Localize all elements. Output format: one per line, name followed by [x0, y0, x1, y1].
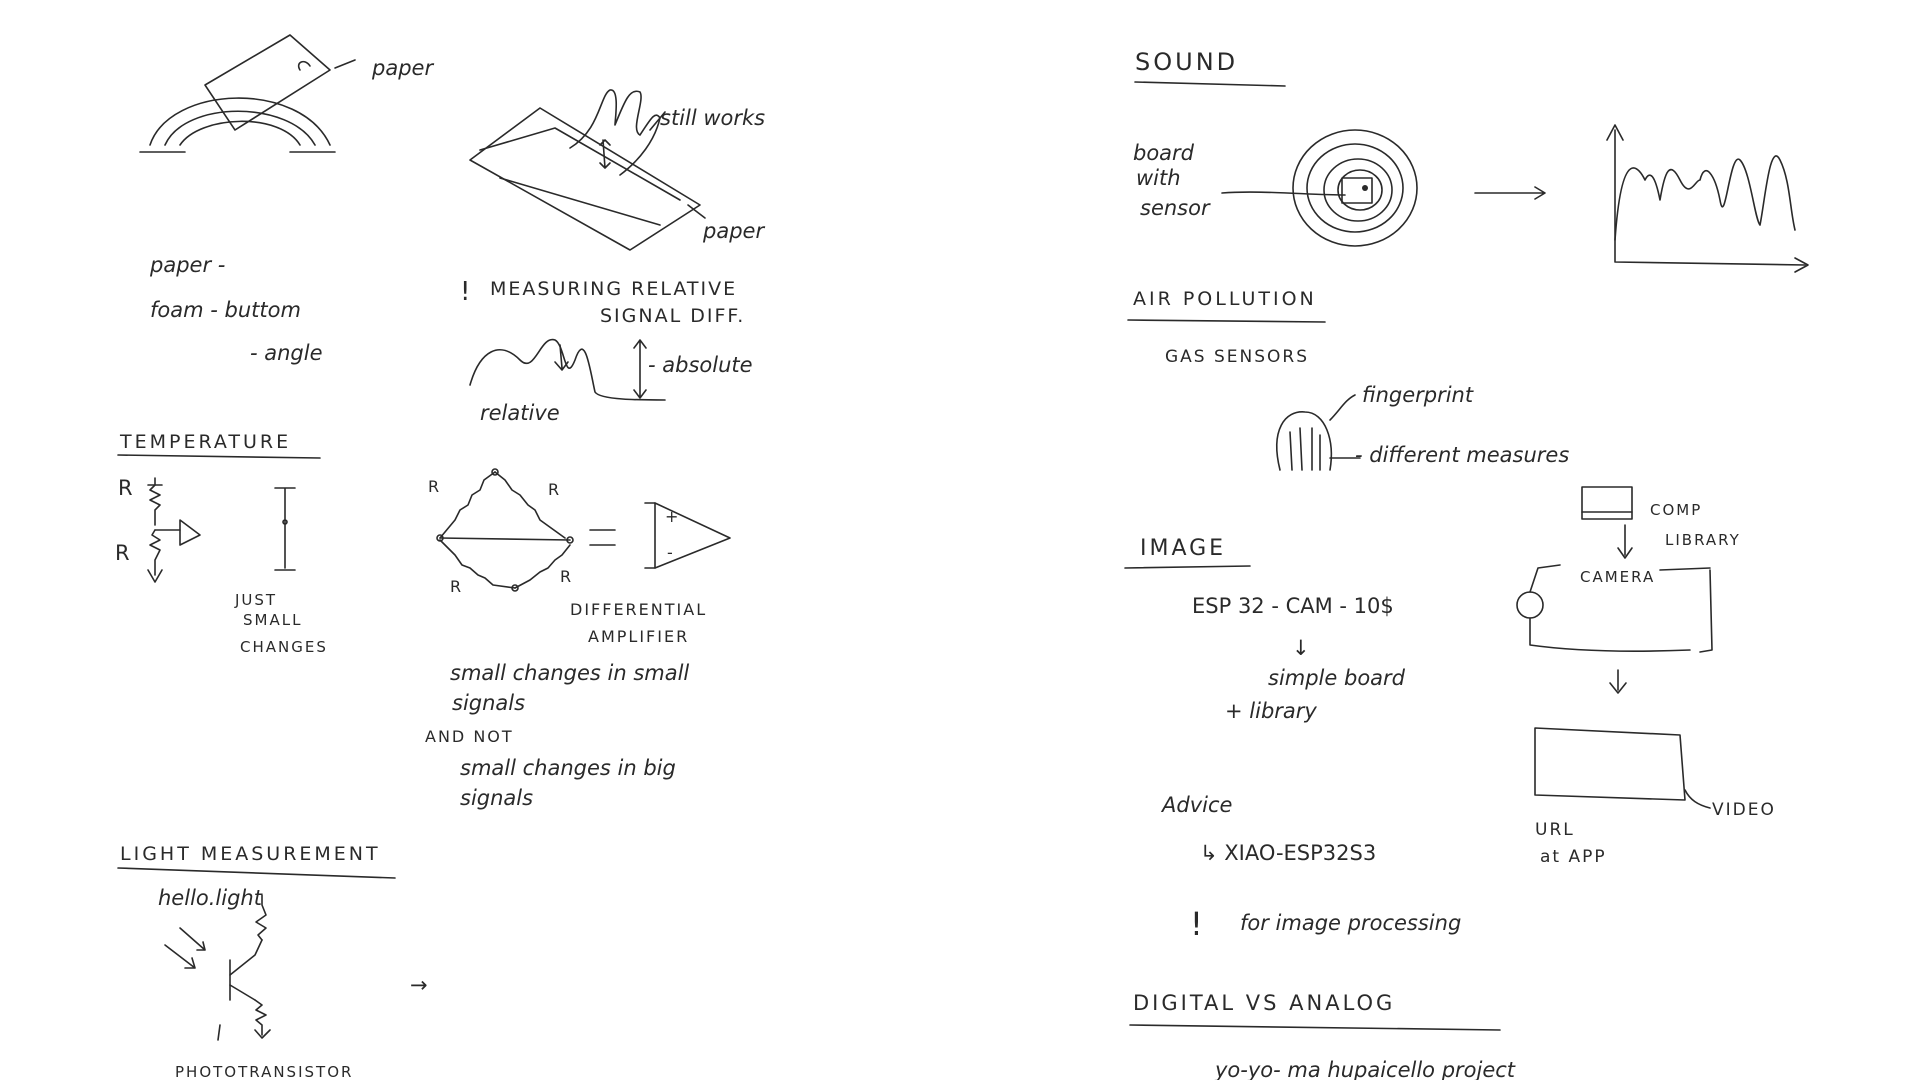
diff-amp-caption-2: AMPLIFIER	[588, 627, 689, 646]
sound-heading: SOUND	[1135, 48, 1238, 76]
gas-sensors-label: GAS SENSORS	[1165, 347, 1309, 367]
wheatstone-bridge-sketch	[436, 468, 731, 592]
r-bottom-label: R	[115, 541, 130, 565]
image-heading: IMAGE	[1140, 536, 1226, 561]
measuring-bang: !	[460, 277, 472, 307]
materials-foam: foam - buttom	[150, 298, 301, 322]
gas-sensor-sketch	[1276, 394, 1361, 471]
library-label-2: LIBRARY	[1665, 531, 1741, 549]
bridge-r3: R	[450, 577, 461, 596]
voltage-divider-sketch	[147, 477, 296, 583]
digital-heading: DIGITAL VS ANALOG	[1133, 991, 1395, 1015]
absolute-label: - absolute	[648, 353, 753, 377]
light-arrow: →	[410, 973, 428, 997]
sound-waveform-graph	[1606, 124, 1809, 273]
yoyo-label: yo-yo- ma hupaicello project	[1214, 1058, 1516, 1080]
advice-label: Advice	[1160, 793, 1232, 817]
sound-board-label-1: board	[1133, 141, 1195, 165]
notes-line2: signals	[452, 691, 525, 715]
relative-label: relative	[480, 401, 560, 425]
still-works-label: still works	[660, 106, 765, 130]
hand-paper-sketch	[469, 89, 706, 251]
at-app-label: at APP	[1540, 847, 1607, 867]
diff-amp-caption-1: DIFFERENTIAL	[570, 600, 707, 619]
temperature-heading: TEMPERATURE	[119, 431, 291, 453]
phototransistor-sketch	[164, 894, 271, 1041]
hello-light-label: hello.light	[158, 886, 263, 910]
measuring-line1: MEASURING RELATIVE	[490, 278, 737, 300]
image-processing-label: for image processing	[1240, 911, 1461, 935]
sound-sensor-rings-sketch	[1221, 129, 1546, 247]
library-label: + library	[1225, 699, 1317, 723]
comp-label: COMP	[1650, 501, 1702, 519]
notes-line3: AND NOT	[425, 727, 514, 746]
just-small-changes-3: CHANGES	[240, 638, 328, 656]
esp-down-arrow: ↓	[1292, 636, 1310, 660]
phototransistor-label: PHOTOTRANSISTOR	[175, 1063, 353, 1080]
materials-angle: - angle	[250, 341, 323, 365]
camera-label: CAMERA	[1580, 568, 1655, 586]
notes-line5: signals	[460, 786, 533, 810]
sound-underline	[1134, 81, 1286, 87]
air-underline	[1127, 319, 1326, 323]
materials-paper: paper -	[149, 253, 225, 277]
measuring-line2: SIGNAL DIFF.	[600, 305, 745, 327]
processing-bang: !	[1190, 905, 1203, 943]
digital-underline	[1129, 1024, 1501, 1031]
camera-pipeline-sketch	[1516, 486, 1713, 809]
notes-line1: small changes in small	[450, 661, 689, 685]
different-measures-label: - different measures	[1355, 443, 1569, 467]
light-underline	[117, 867, 396, 879]
url-label: URL	[1535, 820, 1575, 840]
amp-minus: -	[667, 543, 673, 562]
just-small-changes-1: JUST	[234, 591, 277, 609]
paper-label: paper	[371, 56, 434, 80]
sound-board-label-3: sensor	[1140, 196, 1211, 220]
signal-waveform-sketch	[469, 339, 666, 401]
sound-board-label-2: with	[1136, 166, 1181, 190]
bridge-r2: R	[548, 480, 559, 499]
fingerprint-label: fingerprint	[1362, 383, 1474, 407]
light-heading: LIGHT MEASUREMENT	[120, 843, 381, 865]
paper-label-2: paper	[702, 219, 765, 243]
video-label: VIDEO	[1712, 800, 1776, 820]
amp-plus: +	[665, 507, 678, 526]
bridge-r4: R	[560, 567, 571, 586]
just-small-changes-2: SMALL	[243, 611, 302, 629]
esp32-cam-label: ESP 32 - CAM - 10$	[1192, 594, 1394, 618]
simple-board-label: simple board	[1268, 666, 1406, 690]
image-underline	[1124, 565, 1251, 569]
r-top-label: R	[118, 476, 133, 500]
xiao-label: ↳ XIAO-ESP32S3	[1200, 841, 1376, 865]
air-heading: AIR POLLUTION	[1133, 288, 1317, 310]
paper-arc-sketch	[139, 34, 356, 153]
bridge-r1: R	[428, 477, 439, 496]
temperature-underline	[117, 454, 321, 459]
notes-line4: small changes in big	[460, 756, 676, 780]
